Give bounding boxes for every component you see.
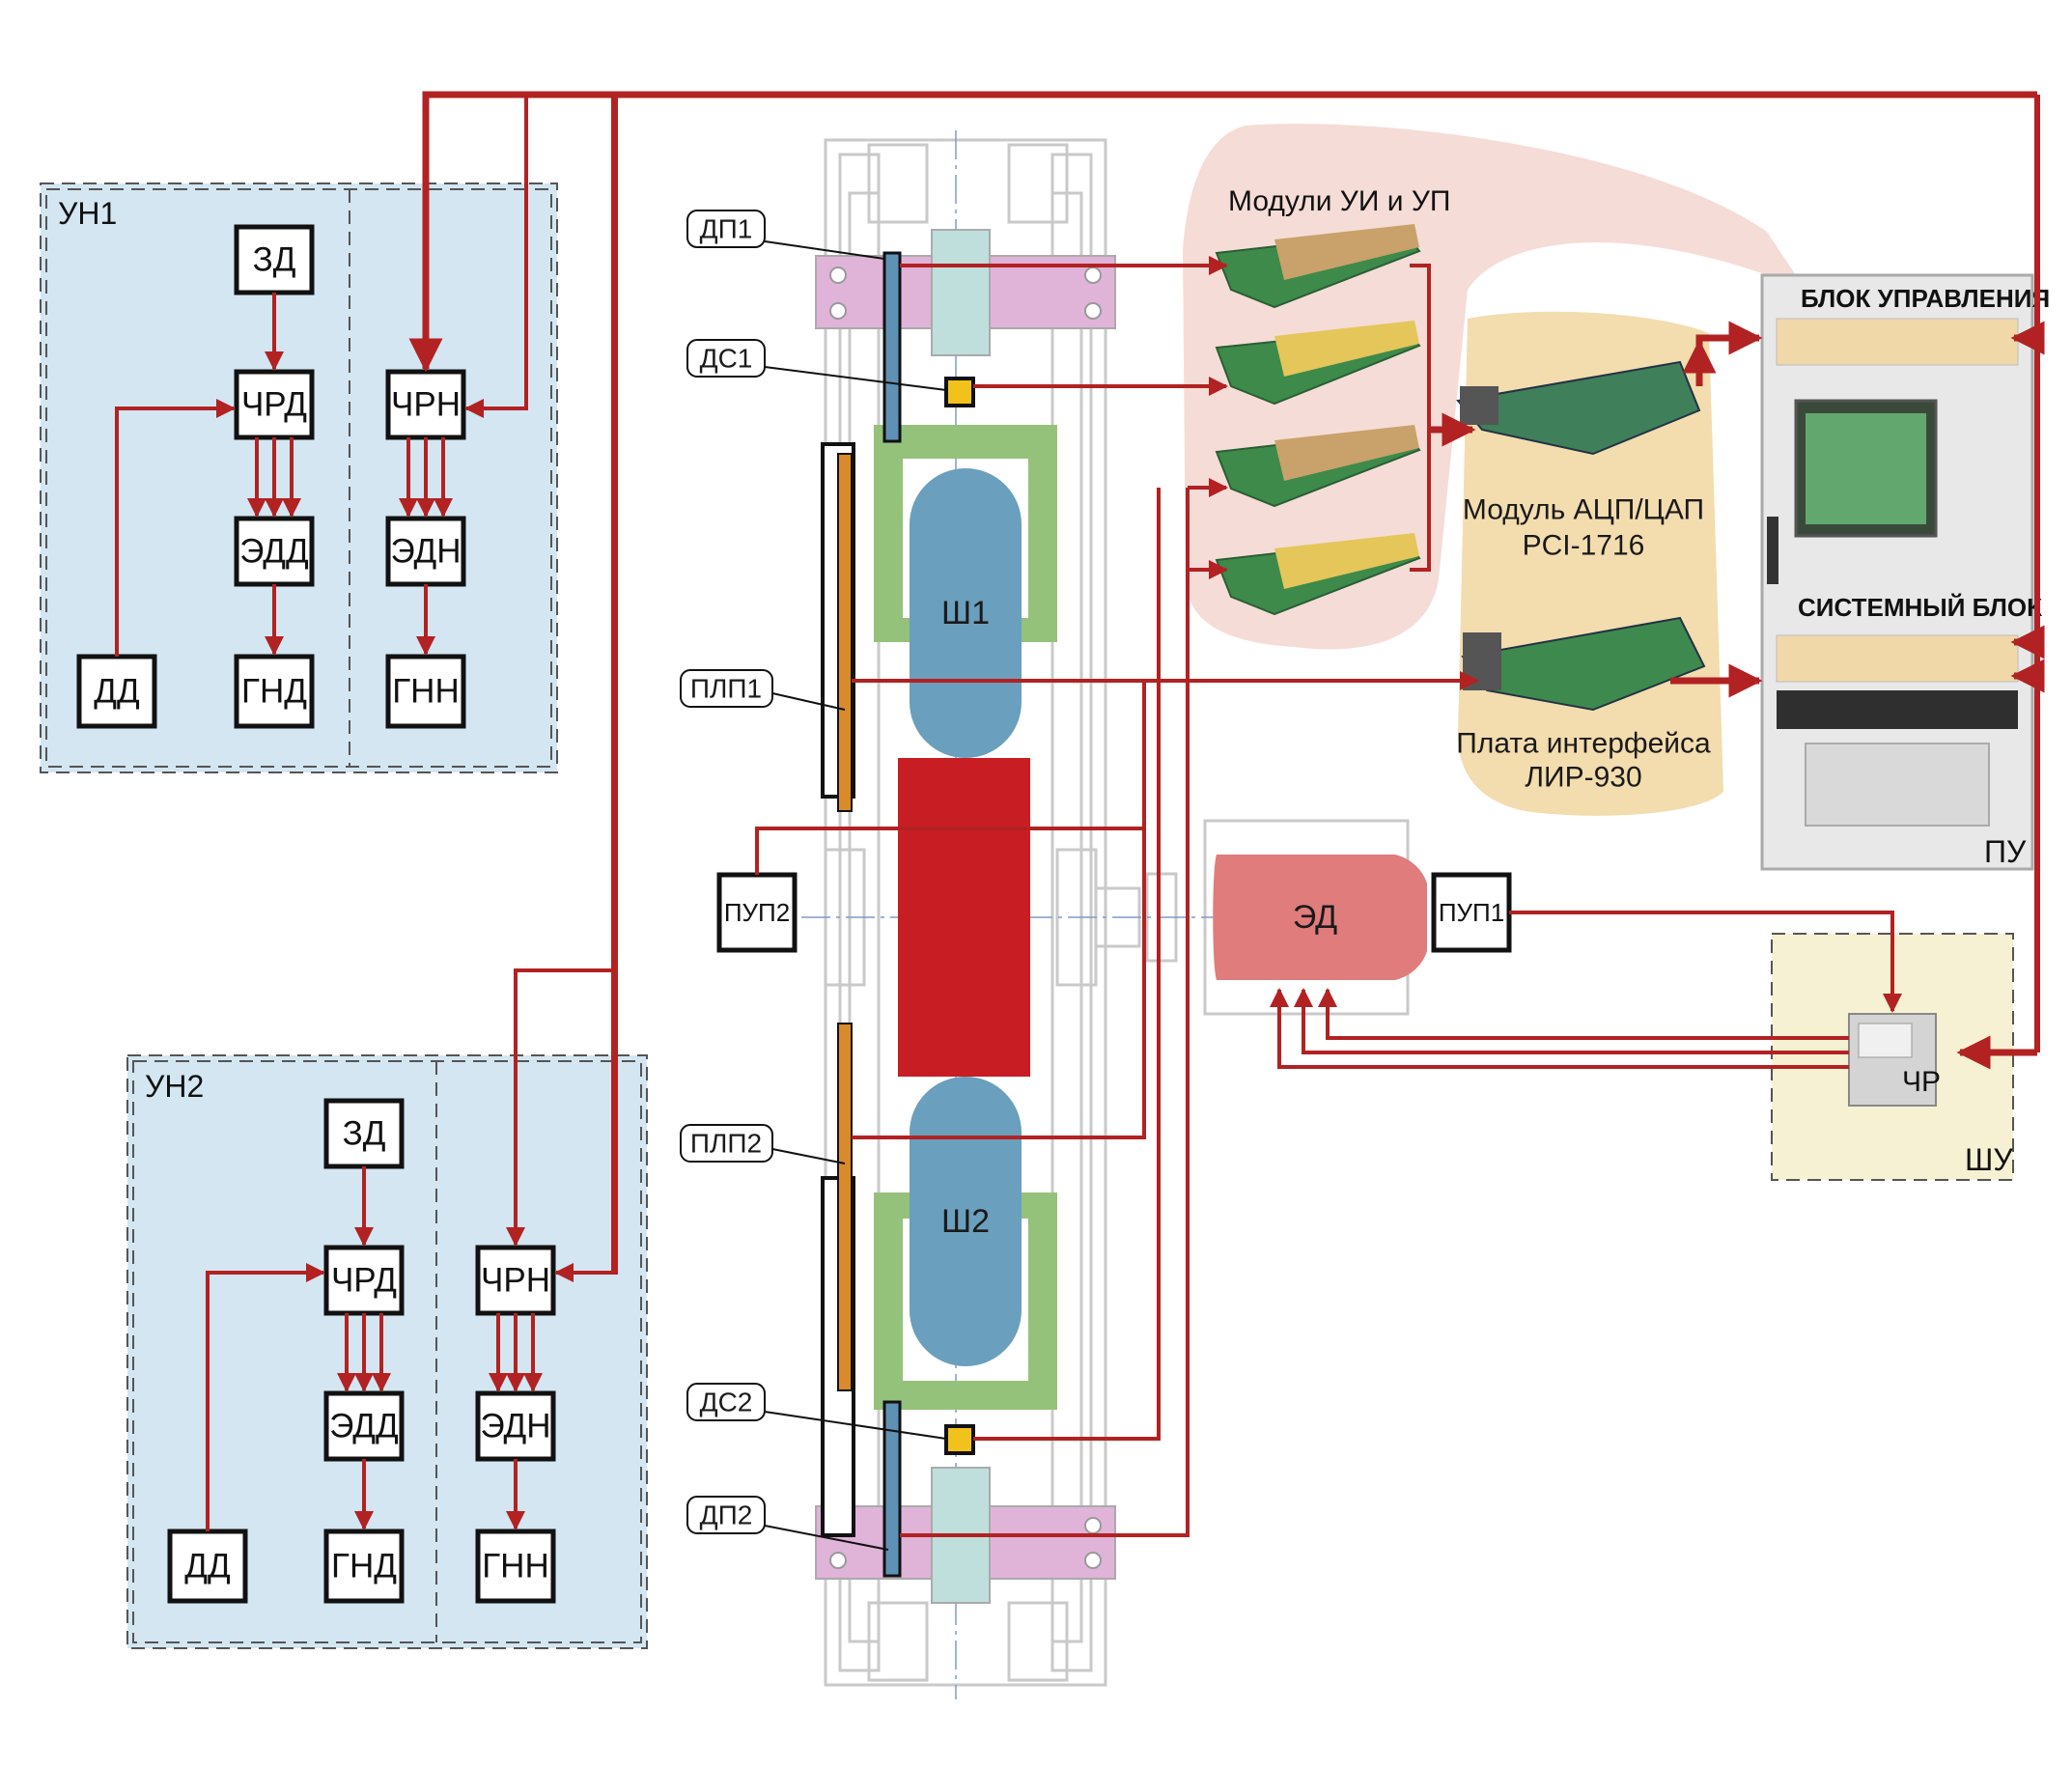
un1-edd-box xyxy=(234,516,315,587)
roll-sh2 xyxy=(910,1077,1022,1366)
card-pci-1716 xyxy=(1456,360,1701,456)
lower-cylinder xyxy=(882,1400,902,1578)
roll-sh1 xyxy=(910,468,1022,758)
upper-cylinder xyxy=(882,251,902,443)
un2-edd-box xyxy=(323,1390,405,1462)
roll-sh2-label: Ш2 xyxy=(941,1203,990,1240)
un1-chrd-label: ЧРД xyxy=(241,386,307,424)
lir-line2: ЛИР-930 xyxy=(1525,762,1641,794)
card-ui-up-1 xyxy=(1215,224,1421,309)
top-chock-center xyxy=(931,229,991,356)
cabinet-pu xyxy=(1760,273,2034,871)
un1-panel: УН1 ЗД ЧРД ЭДД ГНД ДД ЧРН ЭДН ГНН xyxy=(40,182,558,773)
un1-dd-label: ДД xyxy=(94,673,140,711)
un1-chrn-box xyxy=(385,369,466,440)
un1-gnd-label: ГНД xyxy=(241,673,307,711)
un2-chrd-box xyxy=(323,1245,405,1316)
lir-line1: Плата интерфейса xyxy=(1456,728,1711,760)
label-dp2: ДП2 xyxy=(700,1501,753,1530)
un2-zd-label: ЗД xyxy=(343,1115,386,1153)
upper-green-frame xyxy=(874,425,1057,642)
un2-dd-box xyxy=(167,1529,248,1604)
roll-sh1-label: Ш1 xyxy=(941,595,990,631)
un1-chrd-box xyxy=(234,369,315,440)
un2-panel: УН2 ЗД ЧРД ЭДД ГНД ДД ЧРН ЭДН ГНН xyxy=(126,1054,648,1649)
wiring xyxy=(408,91,2045,1537)
chr-display xyxy=(1858,1023,1913,1058)
card-ui-up-3 xyxy=(1215,425,1421,508)
un2-gnn-label: ГНН xyxy=(482,1548,549,1585)
label-plp2: ПЛП2 xyxy=(690,1129,762,1159)
label-ds1: ДС1 xyxy=(700,344,753,374)
un1-title: УН1 xyxy=(58,196,117,231)
un2-chrd-label: ЧРД xyxy=(331,1262,397,1300)
un2-edn-box xyxy=(475,1390,556,1462)
un1-dd-box xyxy=(76,654,157,729)
un2-edn-label: ЭДН xyxy=(481,1408,551,1445)
motor-ed-label: ЭД xyxy=(1293,899,1337,936)
un2-gnd-label: ГНД xyxy=(331,1548,397,1585)
card-ui-up-4 xyxy=(1215,533,1421,616)
shu-title: ШУ xyxy=(1965,1142,2013,1177)
control-block-label: БЛОК УПРАВЛЕНИЯ xyxy=(1801,284,2050,313)
un1-gnd-box xyxy=(234,654,315,729)
ds2-sensor xyxy=(944,1424,975,1455)
modules-title: Модули УИ и УП xyxy=(1228,185,1450,217)
un2-gnd-box xyxy=(323,1529,405,1604)
lower-green-frame xyxy=(874,1192,1057,1410)
label-dp1: ДП1 xyxy=(700,214,753,244)
pu-label: ПУ xyxy=(1984,834,2027,869)
main-shaft xyxy=(898,758,1030,1077)
motor-ed xyxy=(1213,855,1427,980)
plp2-rod xyxy=(837,1023,853,1391)
chr-label: ЧР xyxy=(1902,1066,1941,1098)
pup2-label: ПУП2 xyxy=(724,898,790,927)
card-ui-up-2 xyxy=(1215,321,1421,406)
un2-chrn-label: ЧРН xyxy=(481,1262,550,1300)
label-plp1: ПЛП1 xyxy=(690,674,762,704)
un1-edn-box xyxy=(385,516,466,587)
stand-labels: ДП1 ДС1 ПЛП1 ПЛП2 ДС2 ДП2 xyxy=(680,210,947,1551)
un1-gnn-box xyxy=(385,654,466,729)
ds1-sensor xyxy=(944,377,975,407)
adc-line2: PCI-1716 xyxy=(1523,530,1645,562)
un2-title: УН2 xyxy=(145,1069,204,1104)
un1-edd-label: ЭДД xyxy=(239,533,309,571)
card-lir-930 xyxy=(1461,616,1706,712)
un2-dd-label: ДД xyxy=(184,1548,231,1585)
pup1-label: ПУП1 xyxy=(1439,898,1504,927)
un2-chrn-box xyxy=(475,1245,556,1316)
adc-line1: Модуль АЦП/ЦАП xyxy=(1463,494,1704,526)
un1-zd-label: ЗД xyxy=(253,241,296,279)
plp1-rod xyxy=(837,453,853,812)
un1-gnn-label: ГНН xyxy=(392,673,460,711)
un1-edn-label: ЭДН xyxy=(391,533,462,571)
system-block-label: СИСТЕМНЫЙ БЛОК xyxy=(1798,593,2042,622)
un2-gnn-box xyxy=(475,1529,556,1604)
un2-edd-label: ЭДД xyxy=(329,1408,399,1445)
pup2-box xyxy=(716,872,798,953)
un1-chrn-label: ЧРН xyxy=(391,386,461,424)
label-ds2: ДС2 xyxy=(700,1388,753,1417)
un2-zd-box xyxy=(323,1098,405,1169)
